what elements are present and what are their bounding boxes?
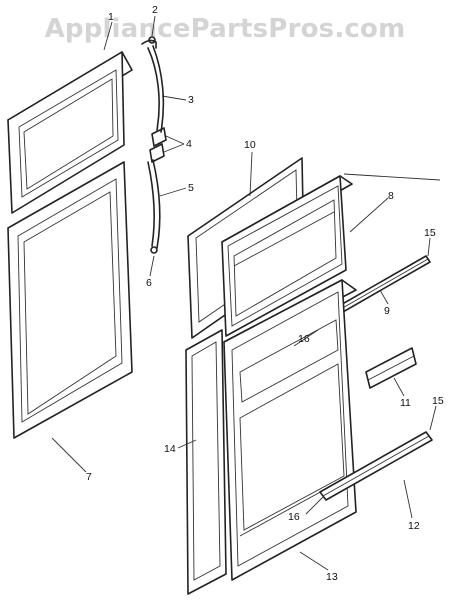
callout-4: 4 <box>186 138 192 150</box>
callout-15-upper: 15 <box>424 227 436 239</box>
callout-labels: 1 2 3 4 5 6 7 8 9 10 11 12 13 14 15 15 1… <box>86 4 444 583</box>
callout-11: 11 <box>400 397 411 409</box>
lower-door-gasket-part-7 <box>7 161 133 439</box>
callout-6: 6 <box>146 277 152 289</box>
callout-12: 12 <box>408 520 420 532</box>
callout-8: 8 <box>388 190 394 202</box>
callout-16-upper: 16 <box>298 333 310 345</box>
fresh-food-inner-gasket-part-14 <box>185 329 227 595</box>
fresh-food-door-liner-part-13 <box>223 279 357 581</box>
callout-5: 5 <box>188 182 194 194</box>
freezer-door-liner-part-8 <box>221 175 353 337</box>
callout-16-lower: 16 <box>288 511 300 523</box>
handle-and-hinge-parts-2-6 <box>141 36 167 254</box>
callout-14: 14 <box>164 443 176 455</box>
leader-lines <box>51 15 441 571</box>
callout-10: 10 <box>244 139 256 151</box>
callout-7: 7 <box>86 471 92 483</box>
callout-9: 9 <box>384 305 390 317</box>
callout-2: 2 <box>152 4 158 16</box>
callout-1: 1 <box>108 11 114 23</box>
callout-3: 3 <box>188 94 194 106</box>
door-shelf-part-11 <box>365 347 417 389</box>
lower-shelf-rail-part-12 <box>319 431 433 501</box>
callout-13: 13 <box>326 571 338 583</box>
upper-door-gasket-part-1 <box>7 51 133 214</box>
callout-15-lower: 15 <box>432 395 444 407</box>
